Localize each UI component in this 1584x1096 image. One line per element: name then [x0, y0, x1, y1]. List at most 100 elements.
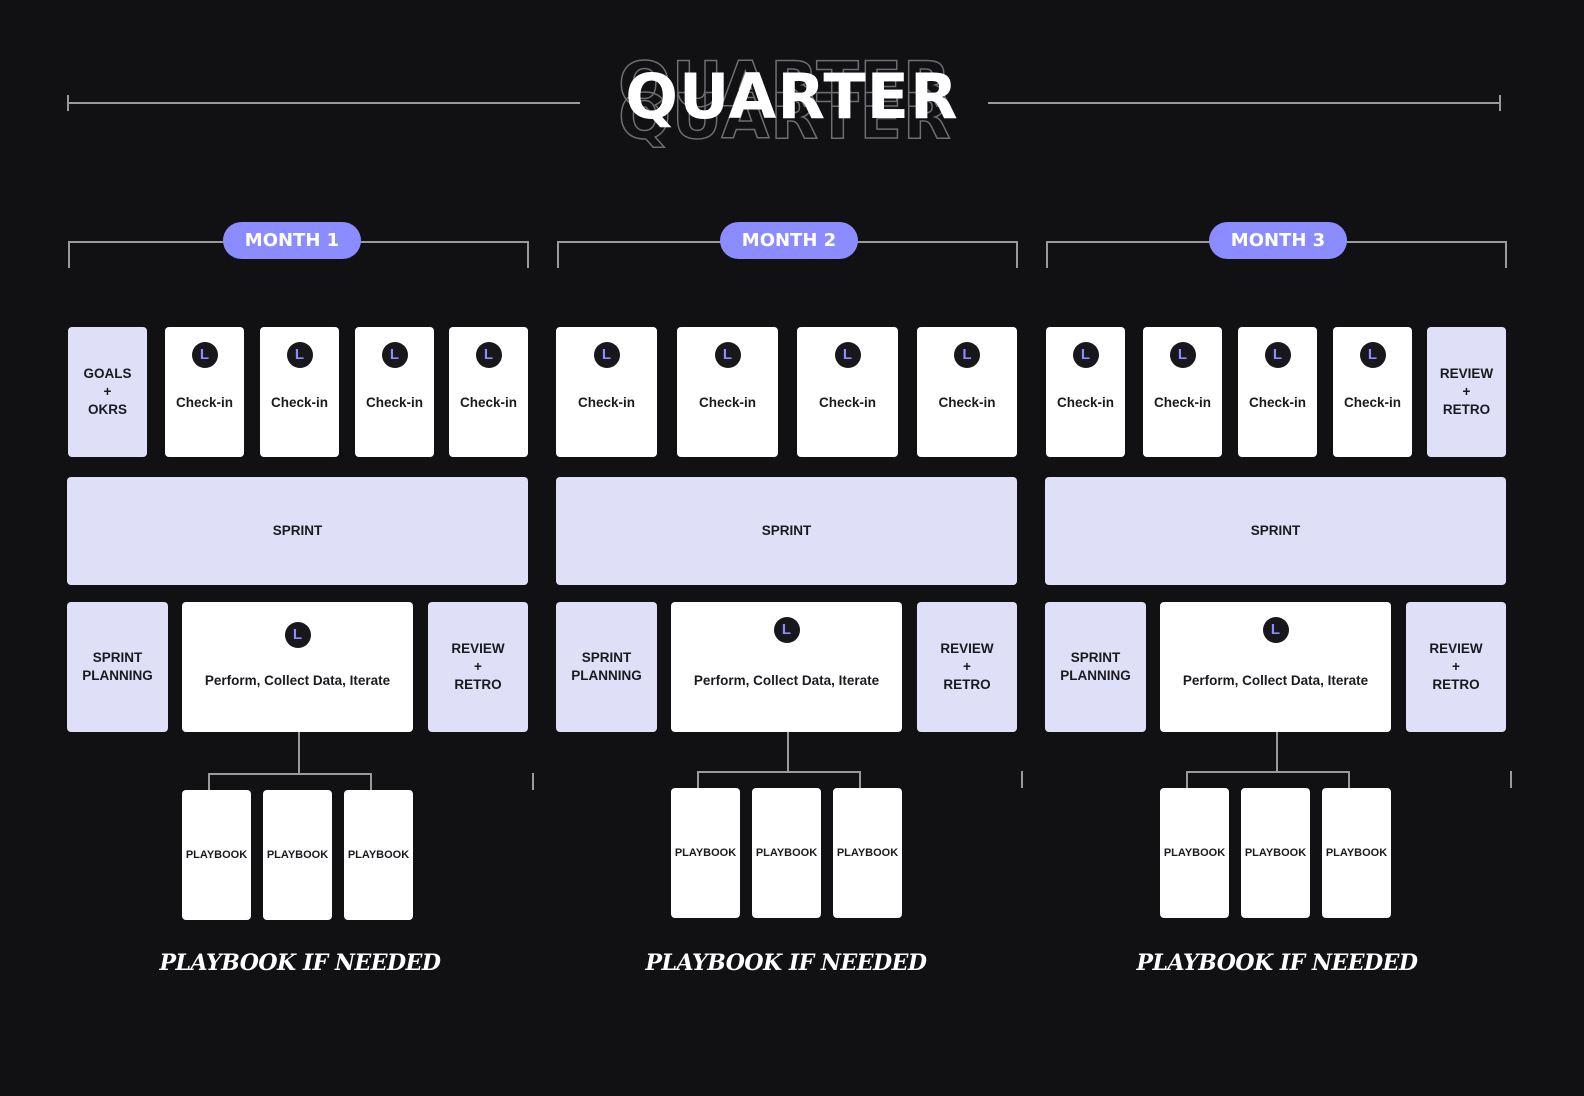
quarter-title-ghost-bottom: QUARTER: [618, 79, 952, 154]
logo-icon: L: [191, 342, 218, 368]
check-in-card[interactable]: L Check-in: [1046, 327, 1125, 457]
check-in-card[interactable]: L Check-in: [449, 327, 528, 457]
quarter-line-left: [68, 102, 580, 104]
month-bracket-left: [68, 241, 70, 268]
playbook-card[interactable]: PLAYBOOK: [263, 790, 332, 920]
card-label: Check-in: [1343, 395, 1401, 410]
logo-icon: L: [773, 617, 800, 643]
quarter-title-ghost-top: QUARTER: [618, 47, 952, 122]
playbook-card[interactable]: PLAYBOOK: [344, 790, 413, 920]
logo-icon: L: [954, 342, 980, 368]
logo-icon: L: [1169, 342, 1196, 368]
playbook-card[interactable]: PLAYBOOK: [182, 790, 251, 920]
month-pill: MONTH 3: [1209, 222, 1347, 259]
logo-icon: L: [381, 342, 408, 368]
check-in-card[interactable]: L Check-in: [797, 327, 898, 457]
review-retro-card[interactable]: REVIEW + RETRO: [1406, 602, 1506, 732]
connector-drop: [697, 771, 699, 788]
check-in-card[interactable]: L Check-in: [355, 327, 434, 457]
card-label: Perform, Collect Data, Iterate: [693, 673, 880, 688]
connector-stem: [787, 732, 789, 771]
logo-icon: L: [1359, 342, 1386, 368]
logo-icon: L: [284, 622, 311, 648]
connector-drop: [208, 773, 210, 790]
month-bracket-left: [557, 241, 559, 268]
card-label: Perform, Collect Data, Iterate: [204, 673, 391, 688]
quarter-tick-left: [67, 95, 69, 111]
card-label: Check-in: [1248, 395, 1306, 410]
card-label: Check-in: [270, 395, 328, 410]
review-retro-card[interactable]: REVIEW + RETRO: [428, 602, 528, 732]
playbook-card[interactable]: PLAYBOOK: [1160, 788, 1229, 918]
card-label: Check-in: [818, 395, 876, 410]
playbook-card[interactable]: PLAYBOOK: [1241, 788, 1310, 918]
sprint-block[interactable]: SPRINT: [67, 477, 528, 585]
card-label: Check-in: [459, 395, 517, 410]
connector-bar: [1186, 771, 1350, 773]
connector-drop: [1021, 771, 1023, 788]
card-label: GOALS + OKRS: [83, 366, 132, 417]
playbook-note: PLAYBOOK IF NEEDED: [1136, 950, 1418, 976]
check-in-card[interactable]: L Check-in: [917, 327, 1017, 457]
card-label: Check-in: [938, 395, 996, 410]
review-retro-card[interactable]: REVIEW + RETRO: [917, 602, 1017, 732]
connector-stem: [298, 732, 300, 773]
connector-drop: [532, 773, 534, 790]
card-label: Check-in: [1056, 395, 1114, 410]
card-label: Check-in: [577, 395, 635, 410]
logo-icon: L: [475, 342, 502, 368]
playbook-note: PLAYBOOK IF NEEDED: [645, 950, 927, 976]
sprint-planning-card[interactable]: SPRINT PLANNING: [556, 602, 657, 732]
logo-icon: L: [593, 342, 620, 368]
sprint-planning-card[interactable]: SPRINT PLANNING: [67, 602, 168, 732]
check-in-card[interactable]: L Check-in: [677, 327, 778, 457]
month-bracket-right: [527, 241, 529, 268]
check-in-card[interactable]: L Check-in: [260, 327, 339, 457]
card-label: REVIEW + RETRO: [1439, 366, 1494, 417]
playbook-card[interactable]: PLAYBOOK: [752, 788, 821, 918]
check-in-card[interactable]: L Check-in: [1238, 327, 1317, 457]
logo-icon: L: [1264, 342, 1291, 368]
sprint-planning-card[interactable]: SPRINT PLANNING: [1045, 602, 1146, 732]
logo-icon: L: [714, 342, 741, 368]
logo-icon: L: [1262, 617, 1289, 643]
connector-drop: [1186, 771, 1188, 788]
quarter-line-right: [988, 102, 1500, 104]
check-in-card[interactable]: L Check-in: [165, 327, 244, 457]
perform-card[interactable]: L Perform, Collect Data, Iterate: [1160, 602, 1391, 732]
playbook-card[interactable]: PLAYBOOK: [833, 788, 902, 918]
connector-stem: [1276, 732, 1278, 771]
check-in-card[interactable]: L Check-in: [1143, 327, 1222, 457]
connector-drop: [1510, 771, 1512, 788]
card-label: Perform, Collect Data, Iterate: [1182, 673, 1369, 688]
card-label: Check-in: [175, 395, 233, 410]
month-bracket-left: [1046, 241, 1048, 268]
playbook-card[interactable]: PLAYBOOK: [1322, 788, 1391, 918]
month-bracket-right: [1016, 241, 1018, 268]
card-label: Check-in: [698, 395, 756, 410]
playbook-note: PLAYBOOK IF NEEDED: [159, 950, 441, 976]
month-bracket-right: [1505, 241, 1507, 268]
connector-bar: [697, 771, 861, 773]
connector-drop: [370, 773, 372, 790]
card-label: Check-in: [365, 395, 423, 410]
connector-bar: [208, 773, 372, 775]
connector-drop: [1348, 771, 1350, 788]
month-pill: MONTH 2: [720, 222, 858, 259]
check-in-card[interactable]: L Check-in: [556, 327, 657, 457]
logo-icon: L: [834, 342, 861, 368]
card-label: Check-in: [1153, 395, 1211, 410]
check-in-card[interactable]: L Check-in: [1333, 327, 1412, 457]
connector-drop: [859, 771, 861, 788]
quarter-title: QUARTER: [625, 60, 959, 133]
logo-icon: L: [1072, 342, 1099, 368]
perform-card[interactable]: L Perform, Collect Data, Iterate: [182, 602, 413, 732]
quarter-tick-right: [1499, 95, 1501, 111]
logo-icon: L: [286, 342, 313, 368]
perform-card[interactable]: L Perform, Collect Data, Iterate: [671, 602, 902, 732]
sprint-block[interactable]: SPRINT: [556, 477, 1017, 585]
playbook-card[interactable]: PLAYBOOK: [671, 788, 740, 918]
sprint-block[interactable]: SPRINT: [1045, 477, 1506, 585]
milestone-card[interactable]: REVIEW + RETRO: [1427, 327, 1506, 457]
milestone-card[interactable]: GOALS + OKRS: [68, 327, 147, 457]
